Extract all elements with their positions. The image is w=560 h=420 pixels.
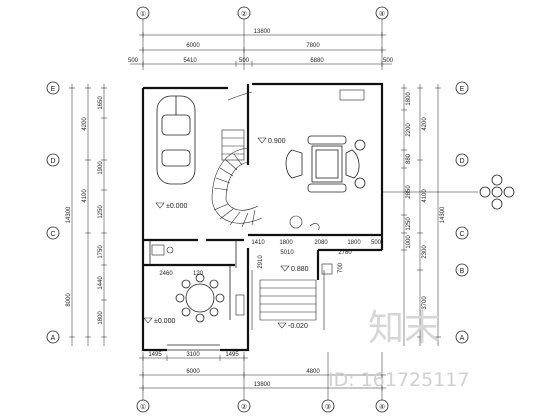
dim-bottom-total: 13800	[254, 382, 271, 388]
dim-int-700: 700	[338, 262, 344, 273]
dim-right-1800: 1800	[406, 92, 412, 106]
dim-int-1410: 1410	[251, 240, 265, 246]
dim-right-880: 880	[406, 153, 412, 164]
dim-right-14300: 14300	[440, 206, 446, 223]
dim-top-7800: 7800	[306, 43, 320, 49]
dimension-top	[130, 32, 392, 67]
axis-label-4-bottom: ④	[379, 403, 385, 411]
entrance-steps	[251, 263, 333, 330]
dining-table-icon	[175, 273, 225, 323]
dim-bottom-4800: 4800	[306, 369, 320, 375]
level-markers: ±0.000 0.900 0.880 ±0.000 -0.020	[143, 137, 309, 330]
dim-bottom-1495a: 1495	[148, 352, 162, 358]
axis-label-3-bottom: ③	[325, 403, 331, 411]
dim-top-500a: 500	[128, 58, 139, 64]
dim-right-2300: 2300	[422, 245, 428, 259]
dim-int-2460: 2460	[159, 271, 173, 277]
axis-label-c-right: C	[459, 231, 464, 238]
watermark-id: ID: 161725117	[328, 369, 469, 391]
axis-top: ① ② ④	[136, 6, 389, 20]
axis-label-2-bottom: ②	[241, 403, 247, 411]
axis-right: E D C B A	[455, 81, 469, 344]
dimension-right	[401, 84, 441, 346]
watermark-logo: 知末	[368, 308, 440, 349]
dim-right-4200: 4200	[422, 117, 428, 131]
dim-int-500: 500	[371, 240, 382, 246]
level-garage: ±0.000	[166, 203, 187, 210]
dim-left-1250: 1250	[98, 205, 104, 219]
axis-label-e-right: E	[460, 86, 465, 93]
axis-label-1-bottom: ①	[140, 403, 146, 411]
car-icon	[156, 95, 196, 185]
dim-bottom-6000: 6000	[186, 369, 200, 375]
dim-right-1000: 1000	[406, 235, 412, 249]
dim-left-1650: 1650	[98, 96, 104, 110]
dim-int-1800b: 1800	[347, 240, 361, 246]
axis-bottom: ① ② ③ ④	[136, 399, 389, 413]
axis-label-a: A	[51, 335, 56, 342]
level-porch: -0.020	[288, 323, 308, 330]
dim-top-6880: 6880	[310, 58, 324, 64]
axis-label-b-right: B	[460, 268, 465, 275]
axis-label-1: ①	[140, 10, 146, 18]
axis-label-d: D	[50, 158, 55, 165]
dim-bottom-1495b: 1495	[225, 352, 239, 358]
axis-label-d-right: D	[459, 158, 464, 165]
axis-label-a-right: A	[460, 335, 465, 342]
axis-label-c: C	[50, 231, 55, 238]
dim-int-120: 120	[193, 271, 204, 277]
level-entry: 0.880	[291, 266, 309, 273]
interior-dims: 1410 1800 2080 1800 500 5010 2780 2460 1…	[159, 240, 381, 277]
dim-int-5010: 5010	[280, 250, 294, 256]
dim-int-2780: 2780	[338, 250, 352, 256]
watermark: 知末 ID: 161725117	[328, 308, 469, 391]
dim-right-4100: 4100	[422, 189, 428, 203]
thin-walls	[149, 240, 237, 351]
dimension-left	[69, 84, 107, 346]
dim-left-1900: 1900	[98, 161, 104, 175]
dim-top-5410: 5410	[183, 58, 197, 64]
dim-int-2910: 2910	[258, 255, 264, 269]
dim-right-3700: 3700	[422, 296, 428, 310]
dim-bottom-3100: 3100	[186, 352, 200, 358]
dim-left-1800: 1800	[98, 311, 104, 325]
dim-right-2850: 2850	[406, 185, 412, 199]
dim-left-8000: 8000	[66, 293, 72, 307]
dim-int-2080: 2080	[314, 240, 328, 246]
kitchen-counter	[151, 244, 245, 316]
dim-left-4100: 4100	[82, 189, 88, 203]
axis-label-2: ②	[241, 10, 247, 18]
level-living: 0.900	[268, 138, 286, 145]
walls	[141, 82, 384, 352]
dim-left-4200: 4200	[82, 117, 88, 131]
axis-left: E D C A	[46, 81, 60, 344]
dim-int-1800a: 1800	[279, 240, 293, 246]
dim-top-500b: 500	[239, 58, 250, 64]
level-dining: ±0.000	[154, 318, 175, 325]
sofa-set-icon	[285, 135, 366, 193]
dim-left-14300: 14300	[66, 206, 72, 223]
axis-label-4: ④	[379, 10, 385, 18]
dim-right-2200: 2200	[406, 123, 412, 137]
dim-top-500c: 500	[383, 58, 394, 64]
dim-left-1440: 1440	[98, 276, 104, 290]
dim-top-6000: 6000	[186, 43, 200, 49]
axis-label-e: E	[51, 86, 56, 93]
dim-left-1750: 1750	[98, 245, 104, 259]
side-table-icon	[289, 89, 365, 231]
spiral-stair	[211, 91, 263, 228]
dimension-bottom	[139, 355, 386, 391]
dim-right-1250: 1250	[406, 217, 412, 231]
plant-icon	[479, 174, 515, 210]
dim-top-total: 13800	[254, 29, 271, 35]
